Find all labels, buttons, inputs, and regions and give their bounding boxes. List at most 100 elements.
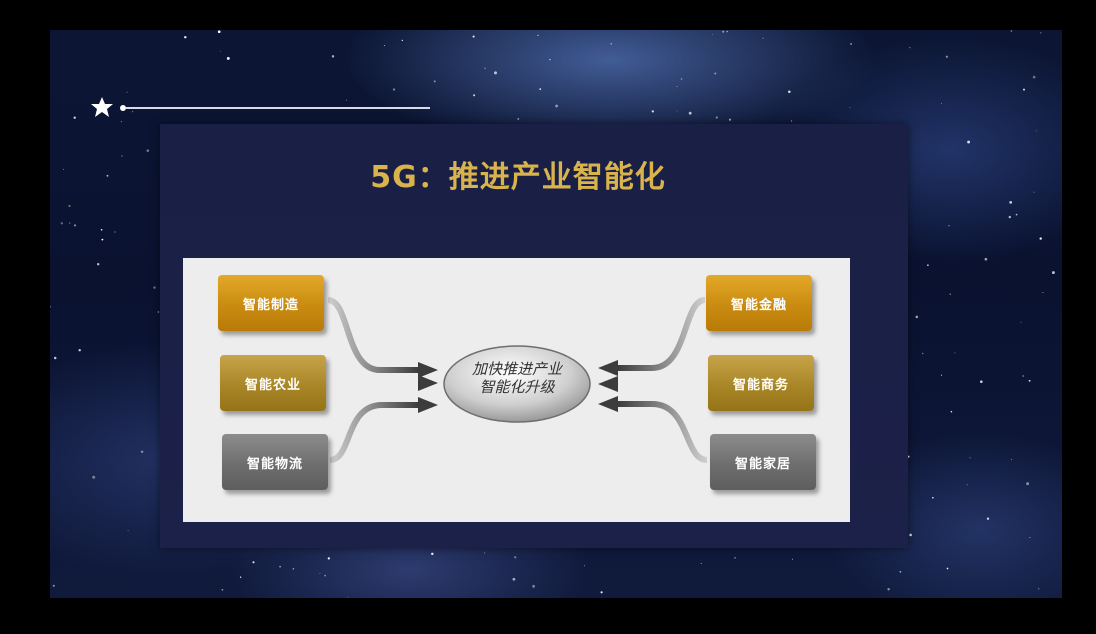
star-dot [791,120,793,122]
star-dot [92,475,96,479]
star-dot [610,42,612,45]
star-dot [969,457,971,459]
center-label-line2: 智能化升级 [479,378,555,396]
star-dot [583,565,585,567]
star-dot [220,50,222,52]
star-dot [954,352,956,354]
star-dot [1011,458,1013,461]
star-dot [153,286,156,289]
star-dot [949,293,952,296]
star-dot [392,88,396,91]
star-dot [512,577,516,581]
star-dot [327,557,330,560]
star-dot [331,55,335,58]
star-dot [157,311,160,313]
star-dot [986,517,990,520]
star-dot [1032,75,1036,79]
box-smart-home: 智能家居 [710,434,816,490]
star-dot [73,116,76,119]
star-dot [1033,191,1035,193]
star-dot [722,30,725,33]
star-dot [899,570,902,573]
star-dot [517,117,520,120]
left-arrows [327,297,438,463]
star-dot [514,556,517,559]
star-dot [73,224,77,227]
box-smart-logistics: 智能物流 [222,434,328,490]
star-dot [433,80,436,83]
star-dot [1035,130,1037,132]
star-dot [114,231,116,233]
star-dot [734,557,736,559]
star-dot [651,110,654,113]
star-dot [1026,482,1030,486]
star-dot [728,118,732,121]
star-dot [532,584,536,588]
star-icon [91,97,113,117]
star-dot [980,380,983,383]
star-dot [680,78,683,80]
star-dot [537,34,539,36]
star-dot [966,484,968,486]
star-dot [140,450,144,454]
star-dot [384,45,386,47]
star-dot [101,238,104,241]
star-dot [927,264,929,267]
star-dot [762,37,764,39]
star-dot [539,88,542,91]
star-dot [146,149,150,152]
star-dot [1008,215,1011,219]
star-dot [68,204,71,208]
star-dot [226,56,230,60]
star-dot [921,352,924,355]
star-dot [126,91,128,93]
star-dot [909,533,912,537]
star-dot [946,567,949,570]
star-dot [106,174,109,177]
star-dot [967,140,971,144]
star-dot [472,35,475,38]
star-dot [1010,30,1013,32]
star-dot [184,35,187,39]
star-dot [97,263,100,266]
star-dot [292,568,295,570]
star-dot [1042,291,1044,293]
star-dot [1029,536,1031,539]
star-dot [100,229,103,231]
star-dot [1040,32,1042,34]
star-dot [473,94,476,97]
star-dot [60,222,63,225]
star-dot [984,257,988,261]
box-smart-manufacturing: 智能制造 [218,275,324,331]
star-dot [52,584,55,587]
star-dot [63,168,65,170]
star-dot [279,565,281,568]
star-dot [121,155,123,157]
star-dot [53,356,57,360]
star-dot [127,530,129,531]
center-ellipse [443,345,591,423]
star-dot [401,39,403,42]
star-dot [850,42,853,45]
center-label-line1: 加快推进产业 [471,360,562,378]
star-dot [50,305,51,308]
star-dot [431,552,434,556]
star-dot [1015,213,1018,216]
star-dot [726,30,728,33]
right-arrows [598,297,708,463]
center-label: 加快推进产业 智能化升级 [437,360,597,396]
star-dot [1028,379,1031,382]
star-dot [78,349,81,352]
star-dot [711,33,713,35]
star-dot [549,58,551,61]
star-dot [484,67,486,69]
star-dot [239,576,242,578]
star-dot [945,55,949,58]
box-smart-finance: 智能金融 [706,275,812,331]
star-dot [319,572,321,574]
star-dot [688,111,692,115]
star-dot [932,496,934,499]
star-dot [345,99,348,101]
